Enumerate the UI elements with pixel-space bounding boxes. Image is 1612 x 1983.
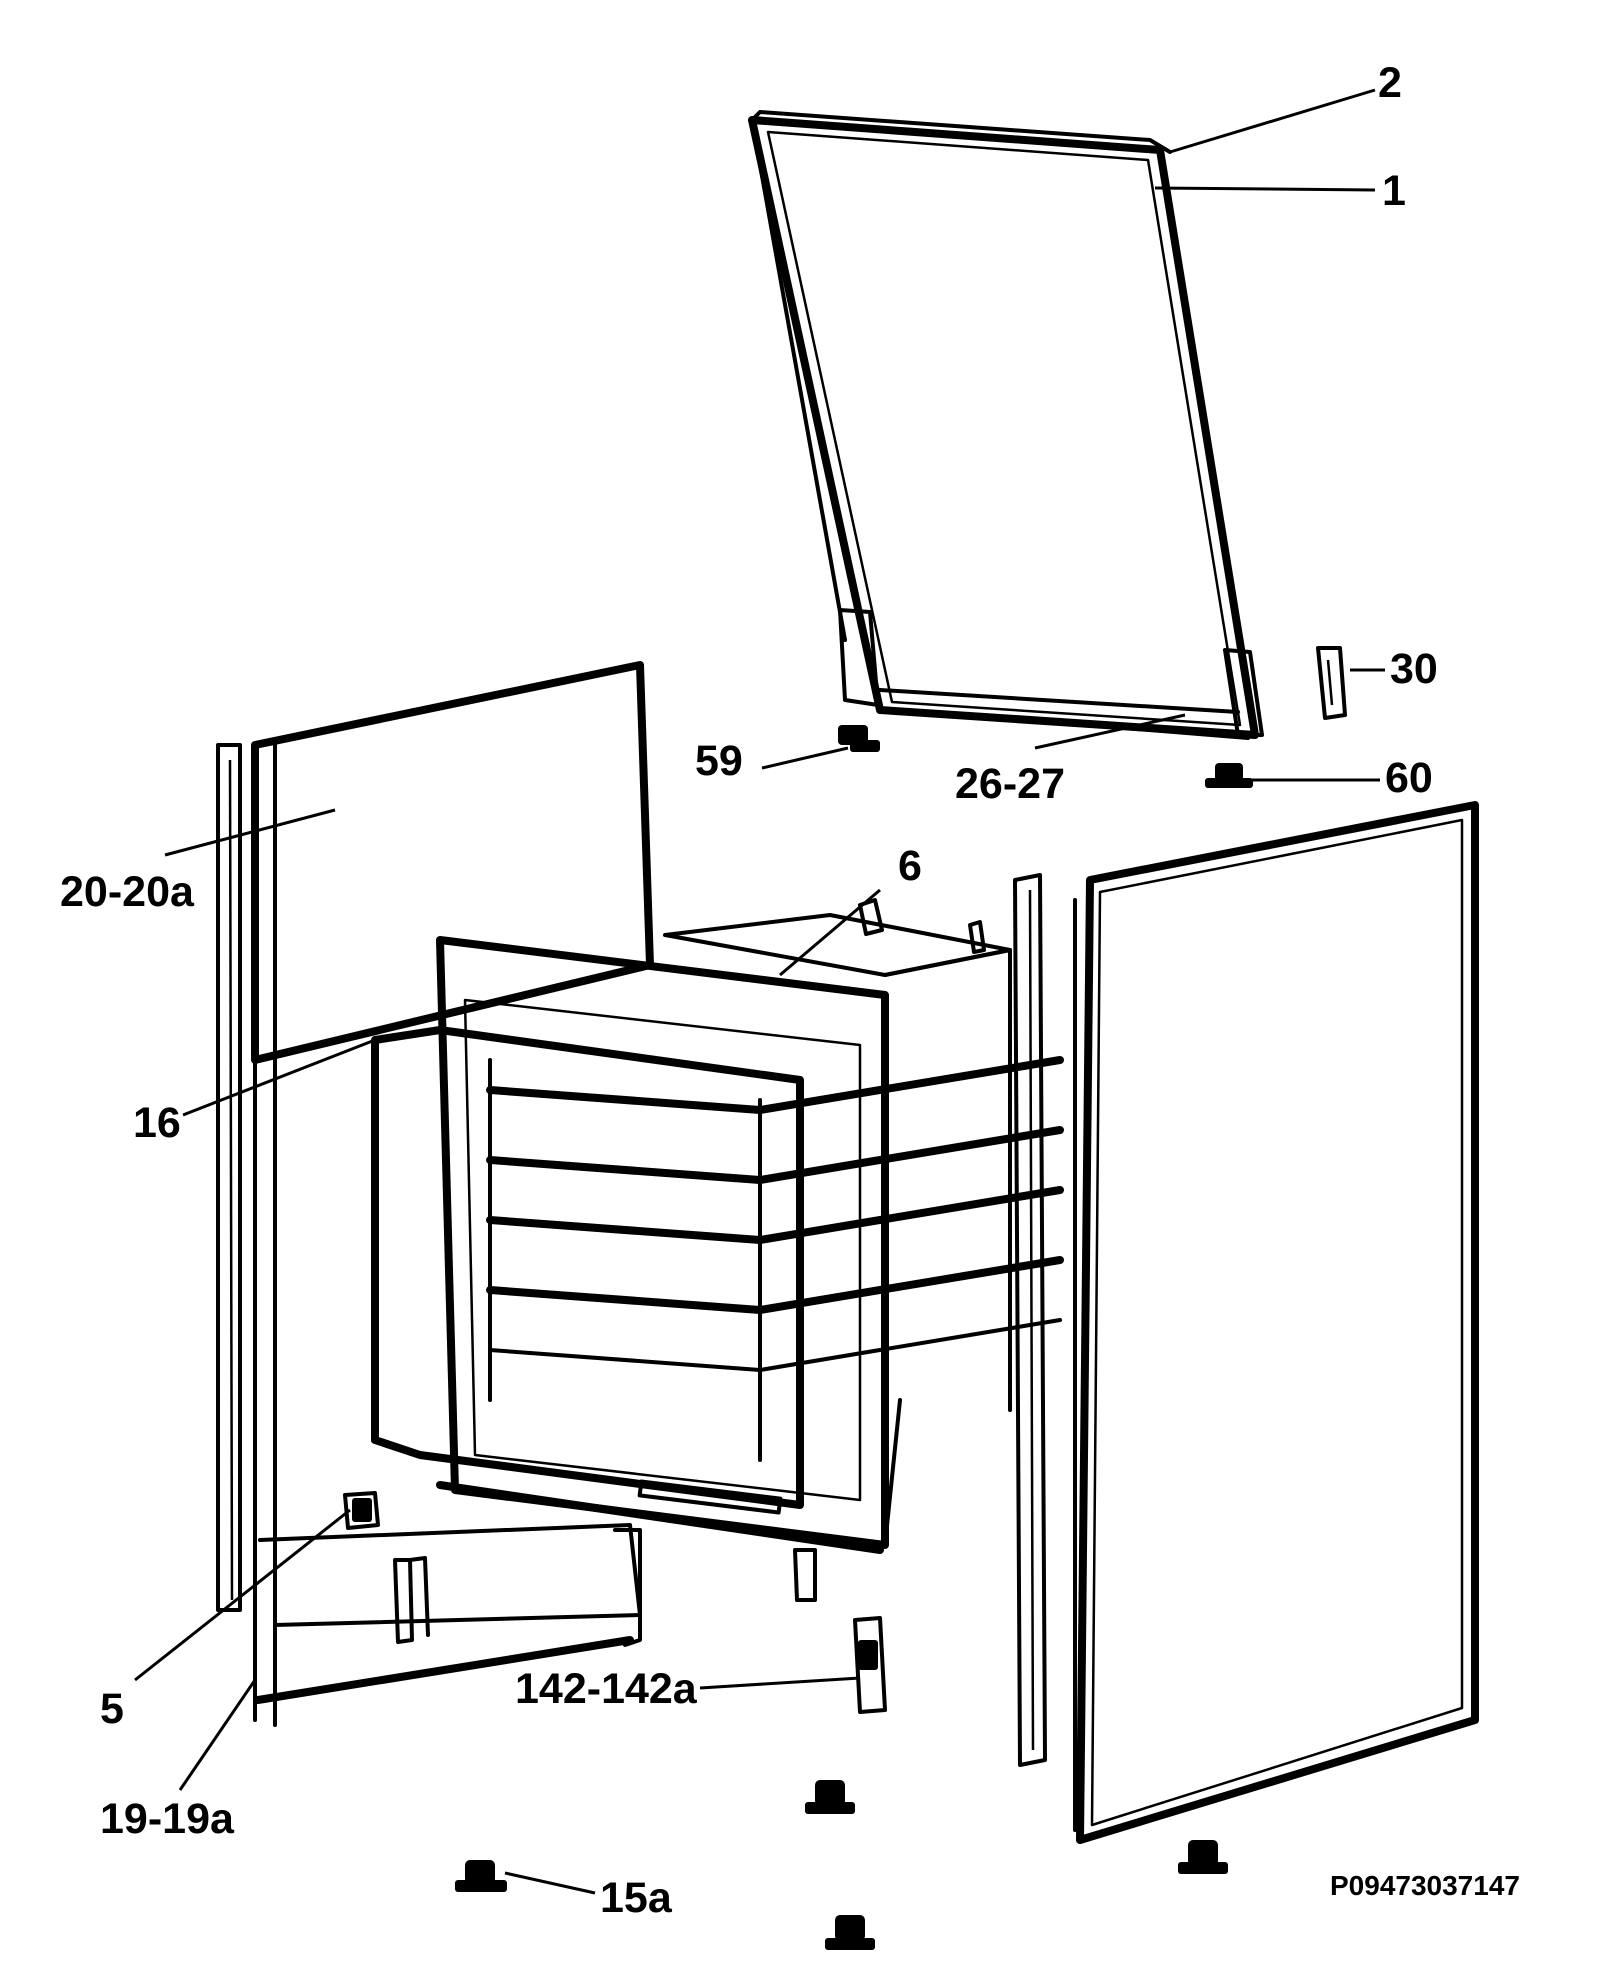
callout-26-27: 26-27 — [955, 760, 1065, 808]
part-30-clip — [1316, 646, 1347, 720]
callout-59: 59 — [695, 737, 743, 785]
foot-bottom-middle — [805, 1780, 855, 1814]
right-side-panel — [1013, 801, 1479, 1844]
foot-bottom-left — [455, 1860, 507, 1892]
callout-labels: 2 1 30 59 26-27 60 20-20a 6 16 5 142-142… — [60, 59, 1520, 1922]
callout-16: 16 — [133, 1099, 181, 1147]
callout-19-19a: 19-19a — [100, 1795, 235, 1843]
top-panel-frame — [748, 110, 1264, 740]
callout-2: 2 — [1378, 59, 1402, 107]
part-6-bracket — [858, 898, 986, 954]
part-142-142a-hinge — [853, 1616, 887, 1714]
callout-5: 5 — [100, 1685, 124, 1733]
callout-142-142a: 142-142a — [515, 1665, 698, 1713]
callout-30: 30 — [1390, 645, 1438, 693]
callout-60: 60 — [1385, 754, 1433, 802]
part-59-foot — [838, 725, 880, 752]
document-number: P09473037147 — [1330, 1870, 1520, 1901]
foot-bottom-right — [1178, 1840, 1228, 1874]
foot-bottom-front — [825, 1915, 875, 1950]
callout-15a: 15a — [600, 1874, 673, 1922]
part-5-bracket — [343, 1491, 380, 1530]
callout-1: 1 — [1382, 167, 1406, 215]
part-60-foot — [1205, 763, 1253, 788]
oven-cavity — [371, 913, 1064, 1602]
callout-20-20a: 20-20a — [60, 868, 195, 916]
left-side-panel — [216, 661, 654, 1727]
leader-lines — [134, 88, 1385, 1895]
callout-6: 6 — [898, 842, 922, 890]
